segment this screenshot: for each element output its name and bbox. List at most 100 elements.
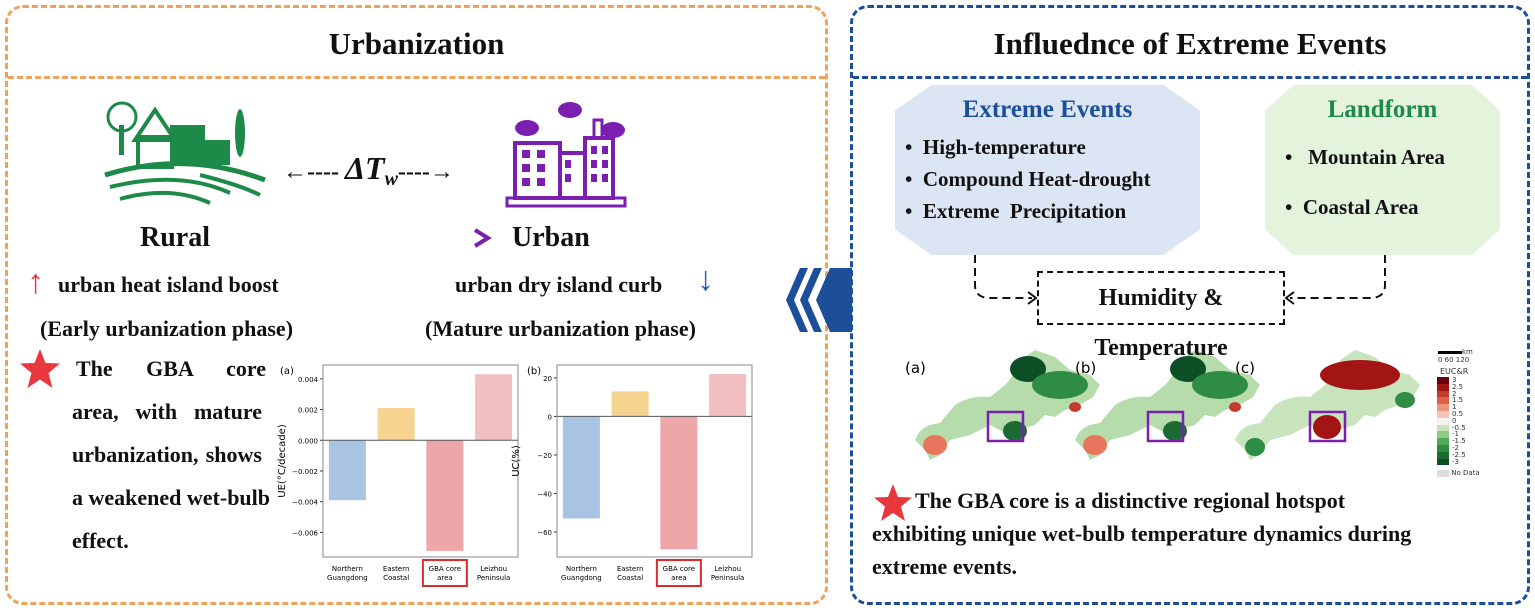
connector-arrows xyxy=(974,255,1386,305)
chevron-left-icon xyxy=(786,268,852,332)
x-tick-label: Northern xyxy=(566,565,597,573)
legend-no-data: No Data xyxy=(1437,469,1480,477)
x-tick-label: Eastern xyxy=(383,565,410,573)
landform-item: • Coastal Area xyxy=(1285,195,1419,219)
delta-tw-label: ←---- ΔTw----→ xyxy=(283,150,454,190)
chart-panel-label: (a) xyxy=(280,366,294,377)
down-arrow-icon: ↓ xyxy=(697,261,714,298)
y-tick-label: 0.004 xyxy=(298,376,319,384)
highlight-box xyxy=(421,559,468,587)
star-icon xyxy=(874,484,912,521)
left-conclusion-line: a weakened wet-bulb xyxy=(72,485,271,510)
humidity-temperature-box: Humidity & Temperature xyxy=(1037,271,1285,361)
legend-swatch xyxy=(1437,397,1449,405)
rural-to-urban-arrow xyxy=(295,228,492,248)
legend-tick-label: -1.5 xyxy=(1452,437,1466,446)
y-tick-label: −0.004 xyxy=(292,499,318,507)
legend-swatch xyxy=(1437,424,1449,432)
legend-swatch xyxy=(1437,451,1449,459)
plot-frame xyxy=(556,364,753,558)
bar xyxy=(709,374,747,417)
extreme-events-panel-title: Influednce of Extreme Events xyxy=(993,26,1387,61)
bar xyxy=(611,391,649,417)
right-conclusion-line: exhibiting unique wet-bulb temperature d… xyxy=(872,521,1412,546)
extreme-event-item: • Compound Heat-drought xyxy=(905,167,1151,191)
legend-tick-label: -2.5 xyxy=(1452,450,1466,459)
map-label: (c) xyxy=(1235,359,1255,377)
x-tick-label: Leizhou xyxy=(480,565,507,573)
rural-farm-icon xyxy=(104,101,266,205)
y-tick-label: −0.002 xyxy=(292,468,318,476)
x-tick-label: Eastern xyxy=(617,565,644,573)
legend-tick-label: 1 xyxy=(1452,403,1457,412)
x-tick-label: Northern xyxy=(332,565,363,573)
x-tick-label: Coastal xyxy=(383,574,409,582)
early-phase-text: (Early urbanization phase) xyxy=(40,316,294,341)
x-tick-label: Guangdong xyxy=(561,574,602,582)
extreme-event-item: • Extreme Precipitation xyxy=(905,199,1127,223)
legend-swatch xyxy=(1437,404,1449,411)
left-conclusion-line: The GBA core xyxy=(76,356,266,381)
legend-swatch xyxy=(1437,458,1449,466)
bar xyxy=(562,416,600,519)
bar xyxy=(660,416,698,550)
landform-title: Landform xyxy=(1327,96,1438,123)
x-tick-label: area xyxy=(671,574,687,582)
heat-island-text: urban heat island boost xyxy=(58,272,279,297)
right-conclusion-line: The GBA core is a distinctive regional h… xyxy=(915,488,1346,513)
left-conclusion-line: urbanization, shows xyxy=(72,442,262,467)
y-tick-label: −40 xyxy=(537,490,552,498)
mature-phase-text: (Mature urbanization phase) xyxy=(425,316,696,341)
extreme-events-title: Extreme Events xyxy=(962,96,1133,123)
title-divider xyxy=(853,76,1527,79)
dry-island-text: urban dry island curb xyxy=(455,272,663,297)
legend-swatch xyxy=(1437,377,1449,384)
map-label: (b) xyxy=(1075,359,1096,377)
x-tick-label: GBA core xyxy=(429,565,461,573)
landform-box xyxy=(1265,85,1500,255)
legend-tick-label: 2.5 xyxy=(1452,382,1464,391)
legend-tick-label: -1 xyxy=(1452,430,1459,439)
star-icon xyxy=(20,349,60,388)
y-tick-label: 20 xyxy=(543,375,552,383)
legend-tick-label: 0 xyxy=(1452,416,1457,425)
map-a: (a) xyxy=(905,350,1100,460)
x-tick-label: Peninsula xyxy=(477,574,510,582)
legend-tick-label: 1.5 xyxy=(1452,396,1464,405)
urban-label: Urban xyxy=(512,222,590,253)
y-tick-label: −0.006 xyxy=(292,529,318,537)
maps: (a) (b) (c) xyxy=(905,350,1420,460)
legend-tick-label: 0.5 xyxy=(1452,410,1464,418)
legend-tick-label: -2 xyxy=(1452,444,1459,452)
y-tick-label: 0 xyxy=(548,413,552,421)
legend-tick-label: -0.5 xyxy=(1452,423,1466,432)
color-legend xyxy=(1437,377,1449,466)
x-tick-label: Peninsula xyxy=(711,574,744,582)
bar xyxy=(426,440,464,551)
x-tick-label: area xyxy=(437,574,453,582)
legend-tick-label: 2 xyxy=(1452,389,1457,398)
left-conclusion-line: effect. xyxy=(72,528,129,553)
legend-swatch xyxy=(1437,390,1449,398)
y-axis-label: UC(%) xyxy=(511,445,522,477)
legend-swatch xyxy=(1437,417,1449,425)
legend-swatch xyxy=(1437,438,1449,445)
left-conclusion-line: area, with mature xyxy=(72,399,262,424)
legend-tick-label: 3 xyxy=(1452,376,1457,384)
x-tick-label: Guangdong xyxy=(327,574,368,582)
landform-item: • Mountain Area xyxy=(1285,145,1445,169)
map-label: (a) xyxy=(905,359,926,377)
up-arrow-icon: ↑ xyxy=(27,264,44,301)
extreme-events-box xyxy=(895,85,1200,255)
title-divider xyxy=(8,76,825,79)
extreme-event-item: • High-temperature xyxy=(905,135,1086,159)
rural-label: Rural xyxy=(140,222,210,253)
legend-swatch xyxy=(1437,410,1449,418)
legend-tick-label: -3 xyxy=(1452,457,1459,466)
bar xyxy=(377,408,415,441)
legend-swatch xyxy=(1437,431,1449,439)
x-tick-label: Leizhou xyxy=(714,565,741,573)
bar xyxy=(475,374,513,441)
y-tick-label: 0.000 xyxy=(298,437,318,445)
